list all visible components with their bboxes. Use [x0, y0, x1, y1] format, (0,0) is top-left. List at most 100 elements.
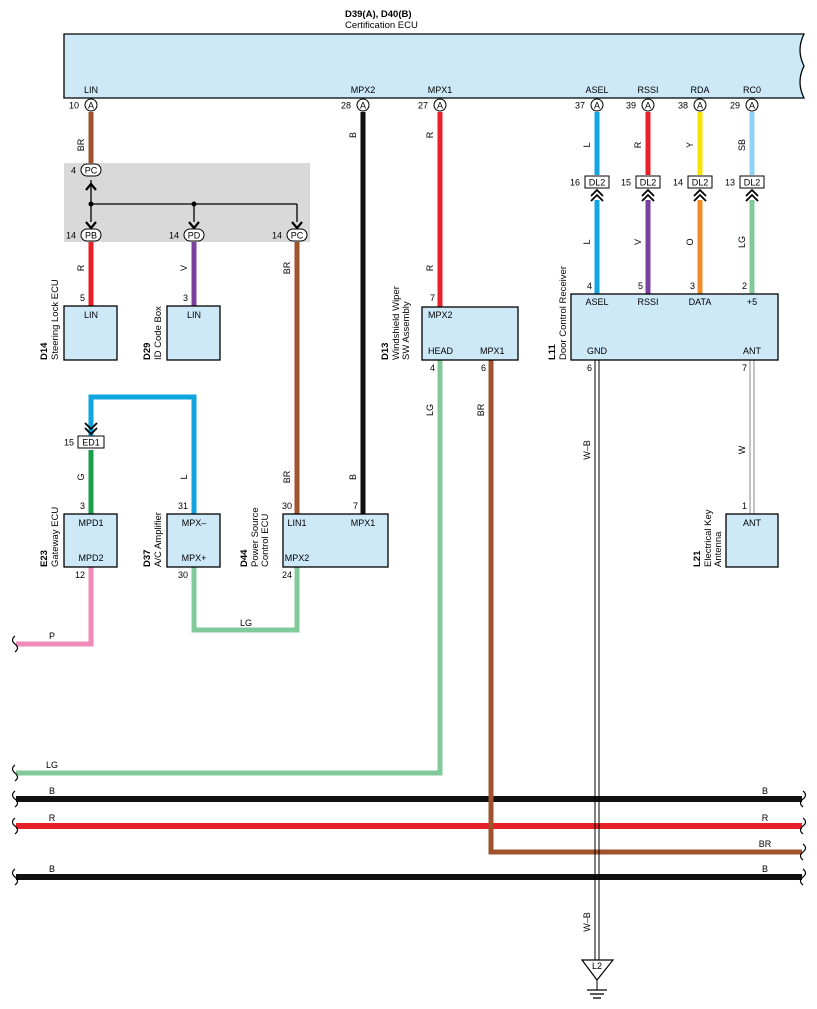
svg-text:A: A: [645, 101, 651, 111]
wl-bus-b2-right: B: [762, 864, 768, 874]
wl-rda-o: O: [685, 238, 695, 245]
junction-pin-pc: PC 14: [272, 228, 308, 242]
svg-text:L21: L21: [692, 550, 703, 567]
svg-text:GND: GND: [587, 346, 608, 356]
wl-d44-b: B: [348, 474, 358, 480]
d29-id-code-box: LIN 3 D29 ID Code Box: [142, 293, 221, 361]
wl-lin-br: BR: [76, 138, 86, 151]
svg-text:7: 7: [430, 293, 435, 303]
svg-text:10: 10: [69, 101, 79, 111]
svg-text:DATA: DATA: [689, 297, 712, 307]
svg-text:Windshield Wiper: Windshield Wiper: [391, 286, 402, 360]
wl-rssi-v: V: [633, 239, 643, 245]
svg-text:14: 14: [169, 231, 179, 241]
svg-text:DL2: DL2: [692, 178, 709, 188]
svg-text:Electrical Key: Electrical Key: [703, 509, 714, 567]
wl-mpx1-br: BR: [476, 403, 486, 416]
svg-text:Control ECU: Control ECU: [260, 514, 271, 567]
svg-text:15: 15: [621, 178, 631, 188]
svg-text:+5: +5: [747, 297, 757, 307]
svg-text:PB: PB: [85, 231, 97, 241]
svg-text:4: 4: [587, 281, 592, 291]
wl-rc0-sb: SB: [737, 139, 747, 151]
svg-text:14: 14: [66, 231, 76, 241]
ecu-pin-label-mpx1: MPX1: [428, 85, 453, 95]
svg-text:A: A: [594, 101, 600, 111]
svg-text:D44: D44: [239, 549, 250, 567]
svg-text:A/C Amplifier: A/C Amplifier: [153, 512, 164, 567]
svg-text:38: 38: [678, 101, 688, 111]
svg-text:6: 6: [587, 363, 592, 373]
svg-text:ED1: ED1: [82, 438, 100, 448]
wire-labels: BR B R L R Y SB L V O LG R V BR R LG BR …: [46, 131, 772, 932]
d37-ac-amplifier: MPX– MPX+ 31 30 D37 A/C Amplifier: [142, 501, 221, 580]
svg-text:Antenna: Antenna: [713, 531, 724, 567]
svg-text:HEAD: HEAD: [428, 346, 454, 356]
wl-bus-b1-left: B: [49, 786, 55, 796]
ed1-connector: ED1 15: [64, 422, 105, 449]
ecu-code: D39(A), D40(B): [345, 9, 412, 20]
ecu-pin-mpx2: A 28: [341, 98, 370, 112]
ground-l2: L2: [580, 959, 615, 999]
svg-text:D29: D29: [142, 343, 153, 360]
svg-text:MPX1: MPX1: [480, 346, 505, 356]
ecu-pin-rc0: A 29: [730, 98, 759, 112]
svg-text:1: 1: [742, 501, 747, 511]
svg-text:Gateway ECU: Gateway ECU: [50, 507, 61, 567]
wires: [16, 112, 802, 960]
wl-pc-br: BR: [282, 261, 292, 274]
svg-text:4: 4: [71, 166, 76, 176]
svg-text:3: 3: [183, 293, 188, 303]
svg-text:LIN1: LIN1: [287, 518, 306, 528]
ecu-pin-label-rssi: RSSI: [637, 85, 658, 95]
svg-text:27: 27: [418, 101, 428, 111]
ecu-pin-lin: A 10: [69, 98, 98, 112]
wl-bus-br-right: BR: [759, 839, 772, 849]
svg-text:L2: L2: [592, 961, 602, 971]
svg-text:12: 12: [75, 570, 85, 580]
ecu-name: Certification ECU: [345, 20, 418, 31]
wl-mpx2-b: B: [348, 132, 358, 138]
ecu-pin-label-lin: LIN: [84, 85, 98, 95]
svg-text:D37: D37: [142, 550, 153, 567]
wl-head-lg: LG: [425, 404, 435, 416]
svg-text:RSSI: RSSI: [637, 297, 658, 307]
svg-text:14: 14: [272, 231, 282, 241]
svg-text:6: 6: [481, 363, 486, 373]
l21-electrical-key-antenna: ANT 1 L21 Electrical Key Antenna: [692, 501, 779, 568]
dl2-rc0: DL2 13: [725, 175, 765, 202]
svg-text:Power Source: Power Source: [250, 507, 261, 567]
svg-text:Door Control Receiver: Door Control Receiver: [558, 266, 569, 360]
svg-text:ID Code Box: ID Code Box: [153, 306, 164, 360]
ecu-pin-label-rda: RDA: [690, 85, 709, 95]
wl-pd-v: V: [179, 265, 189, 271]
svg-text:14: 14: [673, 178, 683, 188]
junction-pin-pb: PB 14: [66, 228, 102, 242]
svg-text:5: 5: [80, 293, 85, 303]
wl-rc0-lg: LG: [737, 236, 747, 248]
svg-text:30: 30: [178, 570, 188, 580]
svg-text:E23: E23: [39, 550, 50, 567]
wl-asel-l: L: [582, 142, 592, 147]
svg-text:A: A: [697, 101, 703, 111]
wire-mpx1-br: [488, 360, 802, 855]
svg-text:PC: PC: [291, 231, 304, 241]
svg-text:ANT: ANT: [743, 518, 762, 528]
svg-text:3: 3: [80, 501, 85, 511]
dl2-rda: DL2 14: [673, 175, 713, 202]
svg-text:A: A: [749, 101, 755, 111]
ecu-pin-label-asel: ASEL: [585, 85, 608, 95]
svg-text:30: 30: [282, 501, 292, 511]
svg-text:MPD2: MPD2: [78, 553, 103, 563]
svg-text:D14: D14: [39, 342, 50, 360]
svg-text:37: 37: [575, 101, 585, 111]
wire-ed1-l: [88, 394, 197, 514]
wl-mpx1-r: R: [425, 131, 435, 138]
wl-gnd-wb: W–B: [582, 440, 592, 460]
wl-rssi-r: R: [633, 141, 643, 148]
wl-d37-l: L: [179, 474, 189, 479]
wl-e23-p: P: [49, 631, 55, 641]
svg-text:13: 13: [725, 178, 735, 188]
wire-e23-p: [16, 567, 94, 647]
